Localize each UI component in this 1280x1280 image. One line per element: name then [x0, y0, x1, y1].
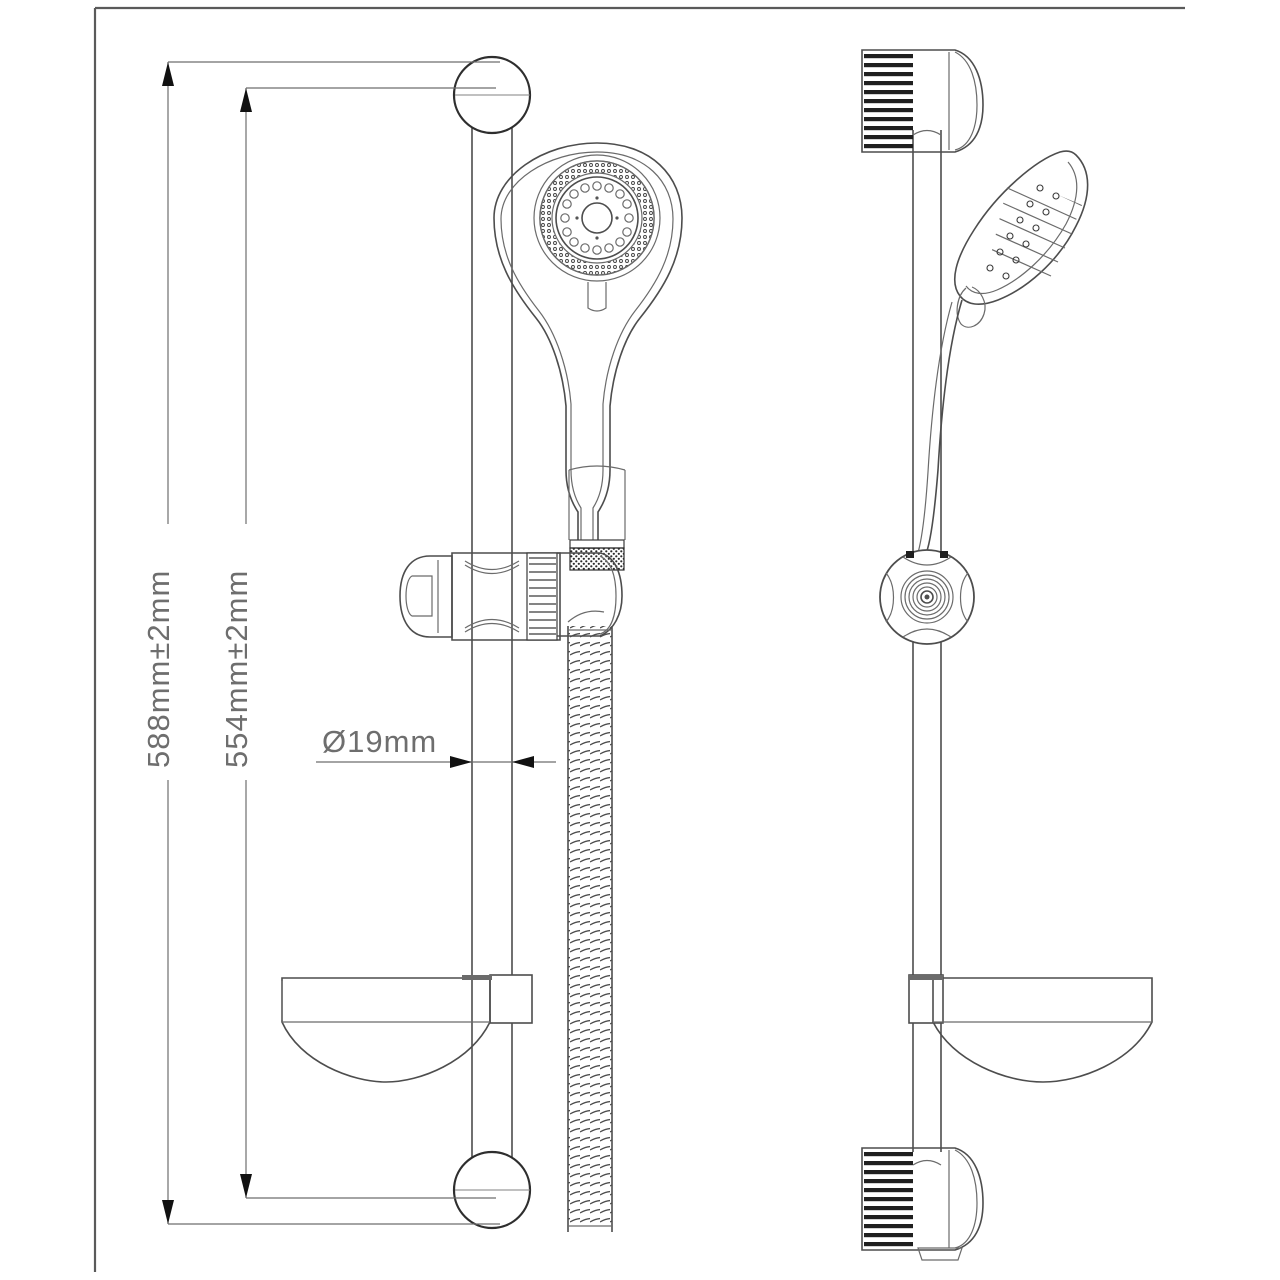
top-wall-bracket-side — [861, 49, 984, 153]
dimension-overall-height: 588mm±2mm — [140, 61, 500, 1225]
soap-dish-side — [908, 974, 1153, 1083]
dimension-bracket-centres: 554mm±2mm — [218, 87, 496, 1199]
soap-dish-front — [281, 974, 533, 1083]
slider-ribs — [529, 557, 556, 635]
front-elevation-view — [281, 55, 683, 1232]
sheet-border — [93, 6, 1185, 1272]
bottom-wall-bracket-front — [452, 1150, 532, 1230]
slider-bracket-front — [399, 552, 623, 641]
handset-jet-ring — [560, 181, 634, 255]
dimension-label-bracket-centres: 554mm±2mm — [219, 570, 254, 768]
dimension-label-rail-diameter: Ø19mm — [322, 724, 437, 759]
bottom-wall-bracket-side — [861, 1147, 984, 1261]
top-wall-bracket-front — [452, 55, 532, 135]
flexible-hose-front — [567, 610, 613, 1232]
handset-side-nozzles — [986, 184, 1060, 280]
dimension-rail-diameter: Ø19mm — [316, 724, 556, 768]
dimension-label-overall-height: 588mm±2mm — [141, 570, 176, 768]
slider-bracket-side — [879, 549, 975, 645]
